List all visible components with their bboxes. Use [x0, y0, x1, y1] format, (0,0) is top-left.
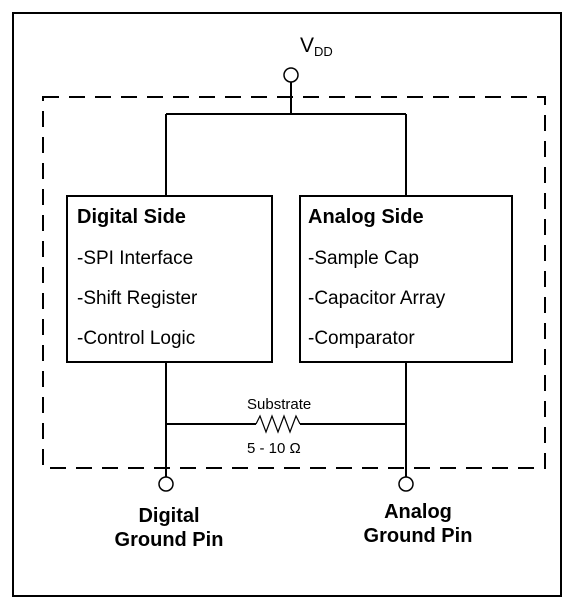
vdd-pin	[283, 67, 299, 83]
digital-item: -Control Logic	[77, 328, 196, 349]
figure-frame	[12, 12, 562, 597]
analog-block	[299, 195, 513, 363]
digital-item: -SPI Interface	[77, 248, 194, 269]
digital-block	[66, 195, 273, 363]
chip-boundary	[42, 96, 546, 469]
analog-ground-line2: Ground Pin	[363, 525, 473, 547]
analog-item: -Comparator	[308, 328, 415, 349]
digital-ground-pin	[158, 476, 174, 492]
substrate-resistance: 5 - 10 Ω	[247, 440, 301, 457]
analog-ground-line1: Analog	[384, 501, 452, 523]
analog-ground-pin	[398, 476, 414, 492]
analog-block-title: Analog Side	[308, 206, 424, 228]
vdd-label-sub: DD	[314, 44, 333, 59]
digital-item: -Shift Register	[77, 288, 198, 309]
digital-ground-line2: Ground Pin	[114, 529, 224, 551]
analog-item: -Sample Cap	[308, 248, 419, 269]
substrate-label: Substrate	[247, 396, 312, 413]
digital-ground-line1: Digital	[138, 505, 200, 527]
vdd-label-main: V	[300, 34, 315, 57]
digital-ground-label: Digital Ground Pin	[89, 504, 249, 552]
digital-block-title: Digital Side	[77, 206, 186, 228]
substrate-resistor	[255, 414, 301, 434]
analog-ground-label: Analog Ground Pin	[338, 500, 498, 548]
analog-item: -Capacitor Array	[308, 288, 446, 309]
vdd-label: VDD	[300, 34, 333, 59]
